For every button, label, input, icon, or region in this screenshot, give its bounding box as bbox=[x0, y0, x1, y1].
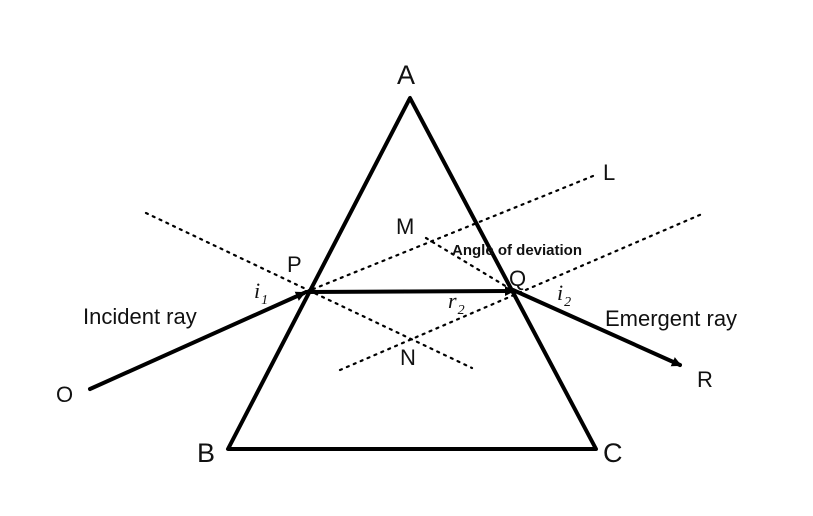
emergent-ray-back-extension bbox=[424, 236, 514, 292]
angle-r2-label: r2 bbox=[448, 288, 465, 318]
incident-ray-extension bbox=[304, 172, 600, 294]
incident-ray-label: Incident ray bbox=[83, 304, 197, 329]
angle-i2-label: i2 bbox=[557, 280, 571, 310]
angle-of-deviation-label: Angle of deviation bbox=[452, 242, 582, 259]
prism-triangle bbox=[226, 96, 598, 451]
point-label-p: P bbox=[287, 252, 302, 277]
point-label-q: Q bbox=[509, 266, 526, 291]
vertex-label-c: C bbox=[603, 438, 623, 468]
emergent-ray bbox=[511, 288, 682, 367]
angle-i1-label: i1 bbox=[254, 278, 268, 308]
vertex-label-a: A bbox=[397, 60, 415, 90]
incident-ray bbox=[88, 291, 306, 391]
point-label-n: N bbox=[400, 345, 416, 370]
emergent-ray-label: Emergent ray bbox=[605, 306, 737, 331]
point-label-m: M bbox=[396, 214, 414, 239]
point-label-l: L bbox=[603, 160, 615, 185]
refracted-ray bbox=[304, 286, 515, 297]
point-label-r: R bbox=[697, 367, 713, 392]
point-label-o: O bbox=[56, 382, 73, 407]
vertex-label-b: B bbox=[197, 438, 215, 468]
